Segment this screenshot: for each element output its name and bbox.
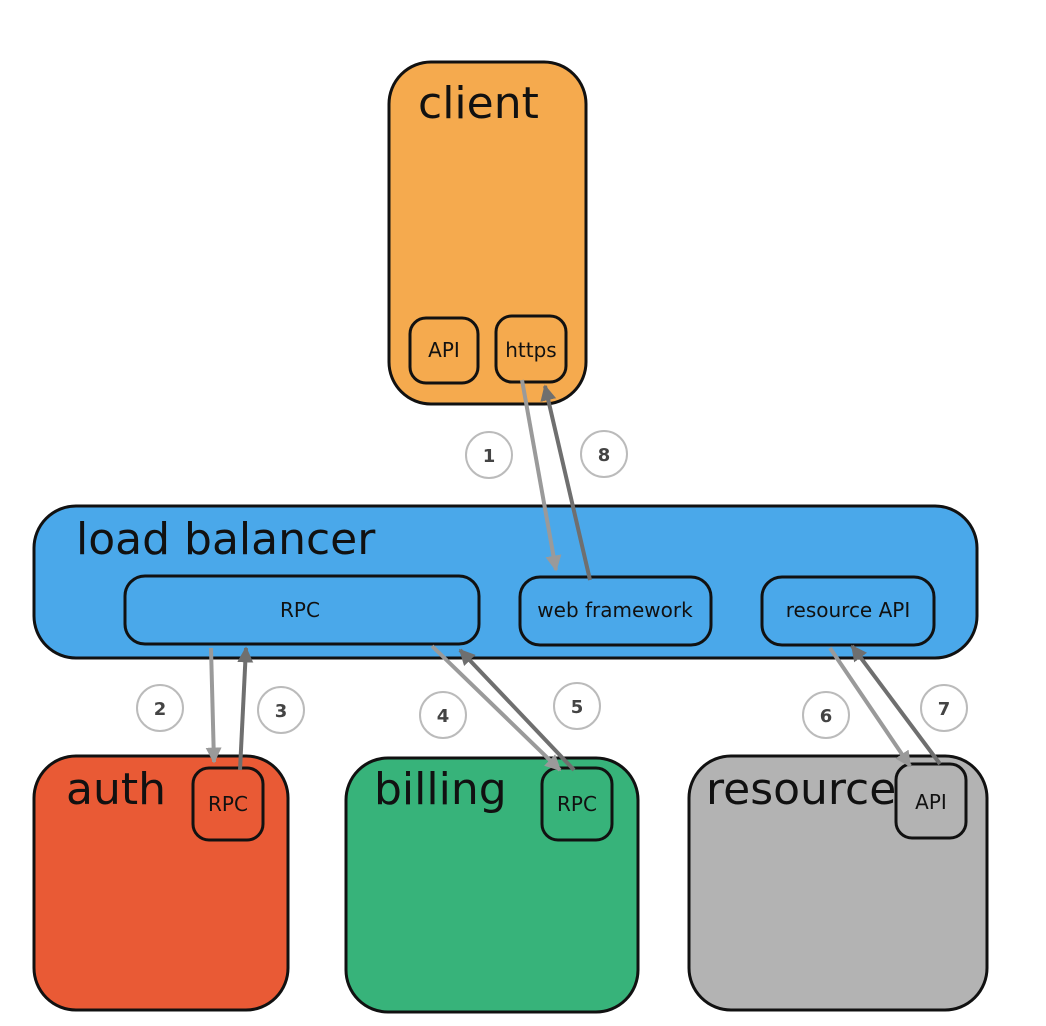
- svg-text:2: 2: [154, 699, 167, 720]
- step-badge-4: 4: [419, 691, 467, 739]
- svg-text:7: 7: [938, 699, 951, 720]
- step-badge-8: 8: [580, 430, 628, 478]
- flow-arrows: [205, 379, 942, 772]
- svg-text:5: 5: [571, 697, 584, 718]
- step-badges: 1 8 2 3 4 5 6 7: [136, 430, 968, 739]
- auth-title: auth: [66, 764, 166, 815]
- lb-web-framework-label: web framework: [537, 598, 693, 622]
- client-https-label: https: [505, 338, 556, 362]
- lb-rpc-box: [123, 574, 481, 646]
- load-balancer-title: load balancer: [76, 514, 376, 565]
- arrow-step-2: [205, 647, 222, 764]
- resource-api-label: API: [915, 790, 947, 814]
- lb-resource-api-label: resource API: [786, 598, 911, 622]
- arrow-step-1: [520, 379, 562, 572]
- step-badge-1: 1: [465, 431, 513, 479]
- auth-node: auth RPC: [32, 754, 290, 1012]
- lb-rpc-label: RPC: [280, 598, 320, 622]
- billing-node: billing RPC: [344, 756, 640, 1014]
- billing-title: billing: [374, 764, 507, 815]
- arrow-step-4: [430, 644, 562, 772]
- step-badge-6: 6: [802, 691, 850, 739]
- billing-rpc-box: [540, 766, 614, 842]
- arrow-step-6: [828, 646, 912, 768]
- resource-api-box: [894, 762, 968, 840]
- step-badge-7: 7: [920, 684, 968, 732]
- arrow-step-7: [850, 644, 942, 766]
- arrow-step-8: [540, 384, 592, 581]
- client-title: client: [418, 78, 539, 129]
- client-api-label: API: [428, 338, 460, 362]
- client-node: client API https: [387, 60, 588, 406]
- lb-resource-api-box: [760, 575, 936, 647]
- svg-text:6: 6: [820, 706, 833, 727]
- resource-title: resource: [706, 764, 896, 815]
- arrow-step-3: [237, 646, 254, 771]
- step-badge-5: 5: [553, 682, 601, 730]
- arrow-step-5: [458, 648, 576, 772]
- svg-text:4: 4: [437, 706, 450, 727]
- svg-text:3: 3: [275, 701, 288, 722]
- lb-web-framework-box: [518, 575, 713, 647]
- load-balancer-node: load balancer RPC web framework resource…: [32, 504, 979, 660]
- billing-rpc-label: RPC: [557, 792, 597, 816]
- resource-node: resource API: [687, 754, 989, 1012]
- auth-rpc-label: RPC: [208, 792, 248, 816]
- auth-rpc-box: [191, 766, 265, 842]
- svg-text:1: 1: [483, 446, 496, 467]
- client-api-box: [408, 316, 480, 385]
- client-https-box: [494, 314, 568, 384]
- step-badge-3: 3: [257, 686, 305, 734]
- step-badge-2: 2: [136, 684, 184, 732]
- svg-text:8: 8: [598, 445, 611, 466]
